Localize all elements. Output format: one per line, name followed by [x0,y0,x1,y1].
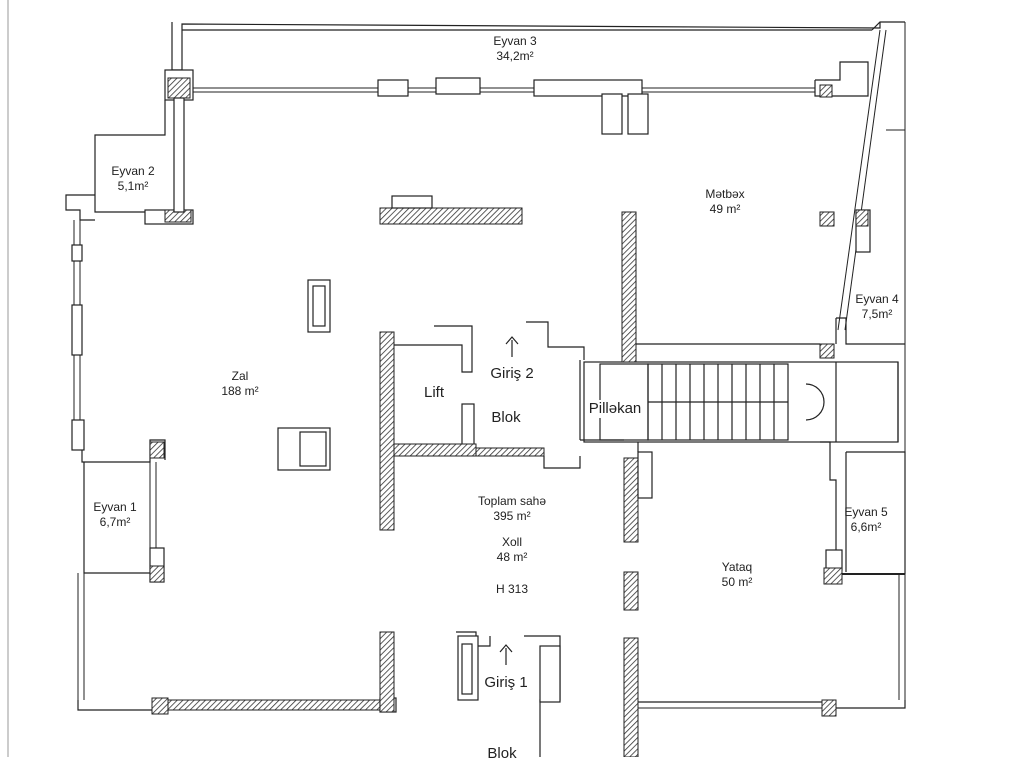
eyvan5-name: Eyvan 5 [844,505,888,519]
zal-name: Zal [231,369,249,383]
entrance-2-arrow [505,336,519,357]
eyvan4-name: Eyvan 4 [855,292,899,306]
eyvan4-label: Eyvan 4 7,5m² [855,292,898,322]
right-slanted-wall [819,22,906,470]
xoll-name: Xoll [501,535,522,549]
eyvan3-label: Eyvan 3 34,2m² [493,34,536,64]
giris1-label: Giriş 1 [484,674,528,691]
yataq-name: Yataq [721,560,753,574]
metbex-label: Mətbəx 49 m² [705,187,744,217]
xoll-area: 48 m² [496,550,528,564]
metbex-name: Mətbəx [705,187,745,201]
eyvan5-area: 6,6m² [850,520,882,534]
total-area-label: Toplam sahə 395 m² [478,494,546,524]
pillekan-label: Pilləkan [587,400,643,418]
left-outer-wall [71,220,166,463]
zal-area: 188 m² [221,384,259,398]
eyvan4-area: 7,5m² [861,307,893,321]
eyvan3-name: Eyvan 3 [493,34,537,48]
stair-steps [661,364,775,440]
zal-interior [277,195,523,471]
xoll-yataq-walls [623,442,653,757]
metbex-area: 49 m² [709,202,741,216]
blok-bottom-label: Blok [487,745,517,762]
bottom-right-wall [638,699,906,717]
eyvan2-area: 5,1m² [117,179,149,193]
stairs [583,211,899,443]
total-area-value: 395 m² [493,509,531,523]
ceiling-height-label: H 313 [495,582,529,596]
eyvan3-walls [164,21,905,135]
eyvan2-label: Eyvan 2 5,1m² [111,164,154,194]
xoll-label: Xoll 48 m² [497,535,528,565]
eyvan1-area: 6,7m² [99,515,131,529]
lift-label: Lift [423,384,445,401]
yataq-label: Yataq 50 m² [722,560,753,590]
lift-blok [379,321,624,531]
eyvan5-walls [820,441,906,700]
eyvan2-name: Eyvan 2 [111,164,155,178]
eyvan1-label: Eyvan 1 6,7m² [93,500,136,530]
eyvan3-area: 34,2m² [496,49,534,63]
yataq-area: 50 m² [721,575,753,589]
bottom-left-wall [77,573,397,715]
giris2-label: Giriş 2 [490,365,534,382]
eyvan5-label: Eyvan 5 6,6m² [844,505,887,535]
blok-label: Blok [491,409,521,426]
total-area-name: Toplam sahə [477,494,547,508]
eyvan4-walls [835,317,905,345]
zal-label: Zal 188 m² [221,369,258,399]
giris1-walls [456,631,561,757]
entrance-1-arrow [499,644,513,665]
eyvan1-walls [83,462,165,583]
eyvan1-name: Eyvan 1 [93,500,137,514]
eyvan2-walls [65,97,194,225]
